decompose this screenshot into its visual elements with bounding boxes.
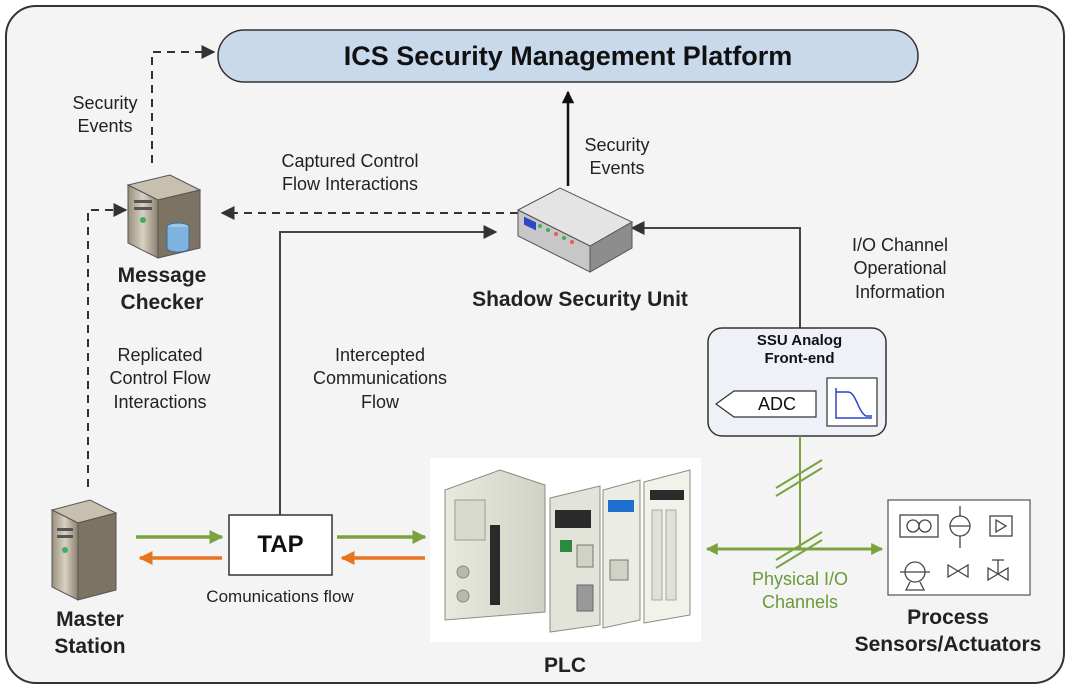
replicated-flow-label: Replicated Control Flow Interactions <box>109 345 211 412</box>
physical-io-label: Physical I/O Channels <box>751 569 849 613</box>
process-symbols <box>899 506 1013 591</box>
intercepted-flow-line <box>279 225 498 515</box>
io-channel-label: I/O Channel Operational Information <box>851 235 949 302</box>
platform-title: ICS Security Management Platform <box>343 40 793 71</box>
security-events-center-label: Security Events <box>584 135 650 179</box>
message-checker-server-icon <box>126 174 202 259</box>
ssu-analog-front-end-title: SSU Analog Front-end <box>756 332 843 367</box>
master-station-label: Master Station <box>54 608 126 659</box>
tap-label: TAP <box>257 531 304 558</box>
adc-label: ADC <box>757 393 796 414</box>
plc-label: PLC <box>544 654 586 677</box>
shadow-security-unit-label: Shadow Security Unit <box>472 288 688 311</box>
security-platform-box <box>217 29 919 83</box>
master-station-server-icon <box>50 499 118 601</box>
tap-box <box>228 514 333 576</box>
security-events-left-label: Security Events <box>72 93 138 137</box>
filter-symbol <box>826 377 878 427</box>
bus-slash-upper <box>775 459 823 497</box>
communications-flow-label: Comunications flow <box>206 587 354 606</box>
captured-flow-label: Captured Control Flow Interactions <box>281 151 419 195</box>
plc-image <box>430 458 701 642</box>
process-label: Process Sensors/Actuators <box>854 606 1042 657</box>
intercepted-flow-label: Intercepted Communications Flow <box>312 345 448 412</box>
io-channel-line <box>630 221 801 328</box>
filter-curve <box>835 388 872 419</box>
shadow-security-unit-icon <box>516 187 634 273</box>
adc-symbol <box>714 390 817 418</box>
message-checker-label: Message Checker <box>117 264 207 315</box>
